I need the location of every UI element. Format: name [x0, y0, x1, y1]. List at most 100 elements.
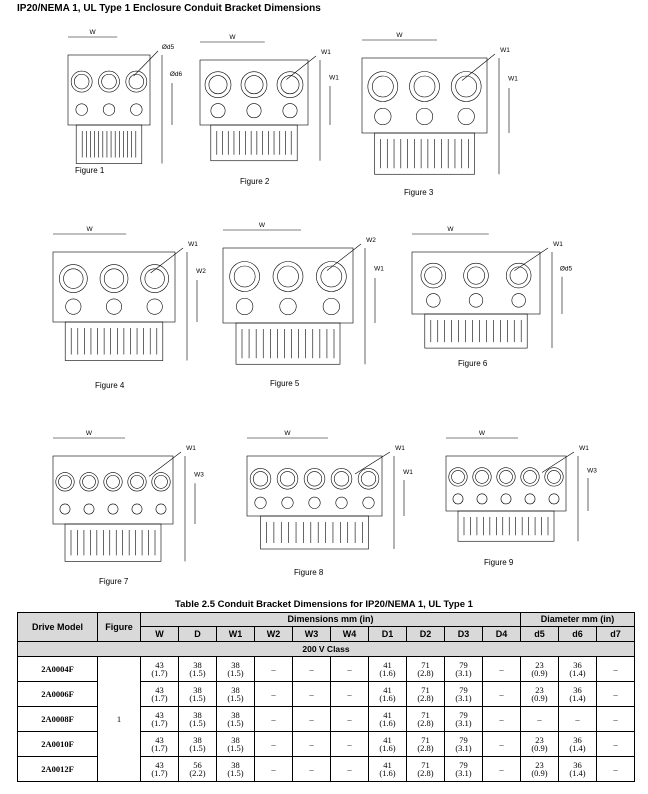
callout-label: W — [86, 430, 93, 437]
value-cell-d3: 79(3.1) — [444, 756, 483, 782]
value-cell-w4: – — [330, 681, 369, 707]
value-cell-d2: 71(2.8) — [406, 681, 445, 707]
value-cell-w2: – — [254, 706, 293, 732]
value-mm: 79 — [459, 709, 468, 720]
value-cell-w3: – — [292, 681, 331, 707]
value-in: (1.6) — [379, 743, 396, 753]
value-in: (0.9) — [531, 693, 548, 703]
value-cell-w4: – — [330, 656, 369, 682]
callout-label: W1 — [395, 445, 405, 452]
value-in: (1.7) — [151, 768, 168, 778]
callout-label: W1 — [374, 266, 384, 273]
callout-label: W — [87, 226, 94, 233]
value-mm: 41 — [383, 759, 392, 770]
value-cell-d4: – — [482, 706, 521, 732]
value-mm: 43 — [155, 684, 164, 695]
drive-model-cell: 2A0012F — [17, 756, 98, 782]
value-mm: 38 — [231, 709, 240, 720]
value-cell-d: 56(2.2) — [178, 756, 217, 782]
value-cell-w4: – — [330, 706, 369, 732]
value-in: (3.1) — [455, 693, 472, 703]
callout-label: W — [90, 29, 97, 36]
value-cell-w1: 38(1.5) — [216, 731, 255, 757]
value-mm: 41 — [383, 734, 392, 745]
value-mm: – — [309, 688, 314, 699]
value-mm: 38 — [231, 659, 240, 670]
value-cell-w3: – — [292, 731, 331, 757]
value-cell-w2: – — [254, 681, 293, 707]
value-in: (1.6) — [379, 693, 396, 703]
value-mm: – — [271, 738, 276, 749]
value-in: (0.9) — [531, 743, 548, 753]
value-in: (1.6) — [379, 768, 396, 778]
value-in: (3.1) — [455, 668, 472, 678]
value-in: (1.5) — [227, 668, 244, 678]
value-cell-d5: 23(0.9) — [520, 656, 559, 682]
value-cell-w: 43(1.7) — [140, 681, 179, 707]
value-in: (0.9) — [531, 768, 548, 778]
callout-label: W1 — [553, 241, 563, 248]
value-mm: 23 — [535, 734, 544, 745]
value-mm: – — [271, 688, 276, 699]
value-in: (1.5) — [227, 693, 244, 703]
value-mm: – — [499, 663, 504, 674]
figure-label: Figure 7 — [99, 577, 129, 586]
callout-label: W2 — [366, 237, 376, 244]
callout-label: W — [259, 222, 266, 229]
callout-label: W — [447, 226, 454, 233]
value-in: (1.5) — [227, 768, 244, 778]
figure-label: Figure 1 — [75, 166, 105, 175]
value-cell-w2: – — [254, 756, 293, 782]
value-mm: – — [499, 763, 504, 774]
value-mm: 79 — [459, 759, 468, 770]
value-mm: 41 — [383, 684, 392, 695]
value-cell-w2: – — [254, 656, 293, 682]
value-cell-d1: 41(1.6) — [368, 731, 407, 757]
callout-label: Ød6 — [170, 71, 183, 78]
value-cell-w: 43(1.7) — [140, 731, 179, 757]
callout-label: W1 — [329, 75, 339, 82]
header-diameter-group: Diameter mm (in) — [520, 612, 635, 627]
value-mm: 71 — [421, 734, 430, 745]
value-in: (2.8) — [417, 743, 434, 753]
callout-label: W — [284, 430, 291, 437]
value-in: (3.1) — [455, 768, 472, 778]
value-in: (1.5) — [189, 693, 206, 703]
figure-cell: 1 — [97, 656, 141, 782]
value-cell-w1: 38(1.5) — [216, 656, 255, 682]
value-cell-d3: 79(3.1) — [444, 656, 483, 682]
value-cell-d6: – — [558, 706, 597, 732]
value-mm: – — [499, 738, 504, 749]
value-cell-d7: – — [596, 681, 635, 707]
value-mm: – — [613, 738, 618, 749]
value-in: (1.5) — [227, 718, 244, 728]
callout-label: Ød5 — [162, 44, 175, 51]
value-mm: – — [347, 713, 352, 724]
value-mm: – — [613, 688, 618, 699]
value-in: (1.7) — [151, 718, 168, 728]
value-mm: 38 — [193, 734, 202, 745]
value-mm: 41 — [383, 709, 392, 720]
drive-model-cell: 2A0004F — [17, 656, 98, 682]
value-mm: – — [613, 763, 618, 774]
table-caption: Table 2.5 Conduit Bracket Dimensions for… — [175, 599, 473, 610]
value-cell-w1: 38(1.5) — [216, 681, 255, 707]
value-cell-d4: – — [482, 756, 521, 782]
callout-label: W1 — [579, 445, 589, 452]
value-cell-d1: 41(1.6) — [368, 656, 407, 682]
value-mm: 38 — [231, 759, 240, 770]
value-in: (2.2) — [189, 768, 206, 778]
value-cell-d3: 79(3.1) — [444, 706, 483, 732]
header-dia-d5: d5 — [520, 626, 559, 642]
value-mm: – — [347, 663, 352, 674]
callout-label: W1 — [508, 76, 518, 83]
value-mm: 79 — [459, 659, 468, 670]
value-mm: 23 — [535, 684, 544, 695]
value-in: (1.5) — [189, 743, 206, 753]
